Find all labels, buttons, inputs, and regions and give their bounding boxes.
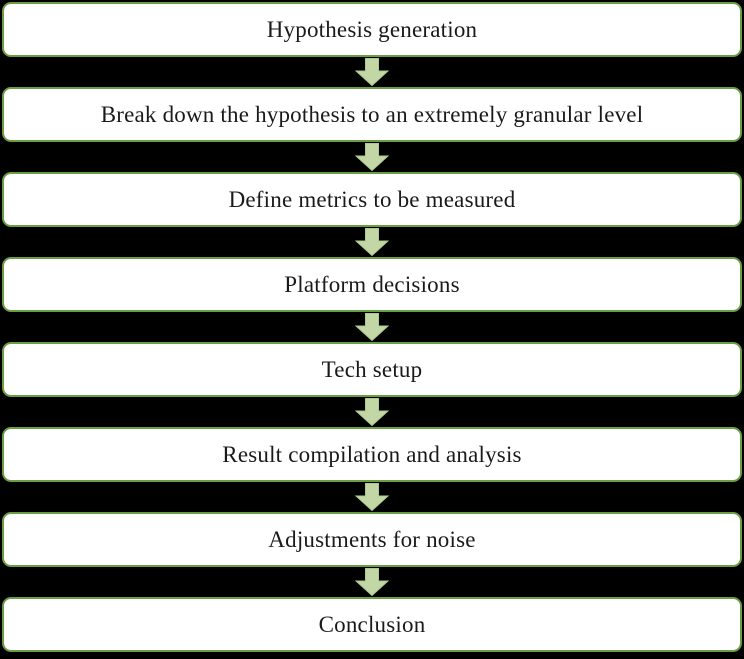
flow-step-label: Adjustments for noise [268,526,476,552]
flow-step-result-compilation: Result compilation and analysis [2,427,742,482]
connector-wrap [2,482,742,512]
flow-step-platform-decisions: Platform decisions [2,257,742,312]
flow-step-adjustments-for-noise: Adjustments for noise [2,512,742,567]
flow-step-break-down-hypothesis: Break down the hypothesis to an extremel… [2,87,742,142]
flow-step-conclusion: Conclusion [2,597,742,652]
flow-step-label: Hypothesis generation [266,16,478,42]
flow-step-hypothesis-generation: Hypothesis generation [2,2,742,57]
connector-wrap [2,397,742,427]
flow-step-tech-setup: Tech setup [2,342,742,397]
flow-step-label: Break down the hypothesis to an extremel… [100,101,644,127]
connector-wrap [2,57,742,87]
connector-wrap [2,227,742,257]
connector-wrap [2,142,742,172]
down-arrow-icon [355,568,389,596]
flow-step-label: Conclusion [318,611,426,637]
down-arrow-icon [355,58,389,86]
down-arrow-icon [355,143,389,171]
down-arrow-icon [355,228,389,256]
flow-step-label: Platform decisions [284,271,460,297]
down-arrow-icon [355,398,389,426]
connector-wrap [2,312,742,342]
down-arrow-icon [355,313,389,341]
flow-step-label: Define metrics to be measured [228,186,516,212]
connector-wrap [2,567,742,597]
flow-step-define-metrics: Define metrics to be measured [2,172,742,227]
flow-step-label: Tech setup [321,356,423,382]
flow-step-label: Result compilation and analysis [222,441,522,467]
down-arrow-icon [355,483,389,511]
